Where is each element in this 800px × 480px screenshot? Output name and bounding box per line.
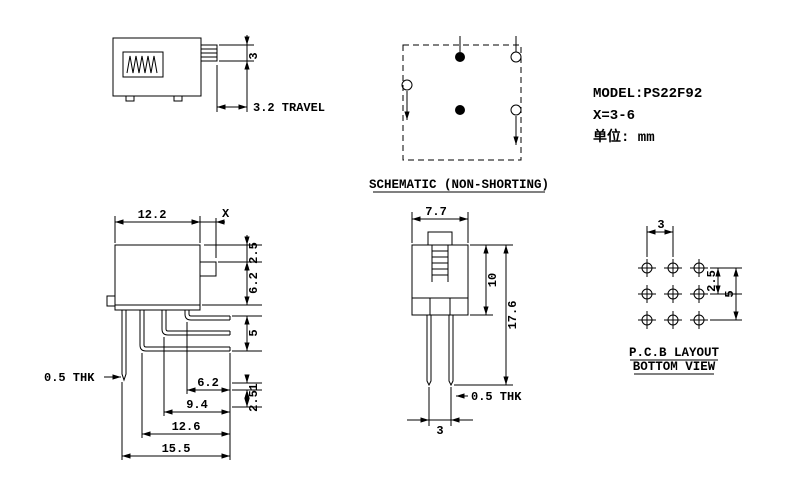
thickness-label: 0.5 THK <box>44 371 95 385</box>
front-view: 7.7 10 17.6 3 0.5 THK <box>407 205 522 438</box>
dim-overall-label: 15.5 <box>162 442 191 456</box>
contact-dot <box>455 105 465 115</box>
dim-offset-mid-label: 2.5 <box>247 390 261 412</box>
unit-note: 单位: mm <box>593 128 655 146</box>
dim-shaft-height-label: 3 <box>247 52 261 59</box>
contact-circle <box>510 104 522 116</box>
dim-pin-pitch-label: 3 <box>436 424 443 438</box>
bracket-leg <box>121 310 127 382</box>
contact-dot <box>455 52 465 62</box>
pcb-captions: P.C.B LAYOUT BOTTOM VIEW <box>629 346 720 375</box>
dim-col-pitch-label: 3 <box>657 218 664 232</box>
contact-circle <box>510 51 522 63</box>
pcb-holes <box>637 258 709 330</box>
side-view-dimensions: 12.2 X 2.5 6.2 5 1 <box>44 207 262 460</box>
dim-row-pitch-label: 2.5 <box>705 270 719 292</box>
dim-pin-mid-label: 9.4 <box>186 398 208 412</box>
schematic-view: SCHEMATIC (NON-SHORTING) <box>369 36 549 193</box>
travel-view: 3 3.2 TRAVEL <box>112 35 325 115</box>
pin-top <box>184 310 230 321</box>
side-view-body <box>106 244 231 382</box>
dim-pin-span-label: 5 <box>247 329 261 336</box>
side-view: 12.2 X 2.5 6.2 5 1 <box>44 207 262 460</box>
dim-top-to-shaft-label: 2.5 <box>247 242 261 264</box>
title-block: MODEL:PS22F92 X=3-6 单位: mm <box>593 86 702 146</box>
pcb-caption-line2: BOTTOM VIEW <box>633 360 716 374</box>
pin-left <box>426 315 432 387</box>
spring-icon <box>126 55 158 74</box>
model-number: MODEL:PS22F92 <box>593 86 702 102</box>
dim-body-height-label: 10 <box>486 273 500 287</box>
dim-pin-long-label: 12.6 <box>172 420 201 434</box>
dim-shaft-length-label: X <box>222 207 230 221</box>
pcb-dimensions: 3 2.5 5 <box>646 218 742 321</box>
dim-body-width-label: 12.2 <box>138 208 167 222</box>
dim-pin-short-label: 6.2 <box>197 376 219 390</box>
x-spec: X=3-6 <box>593 108 635 124</box>
schematic-caption: SCHEMATIC (NON-SHORTING) <box>369 178 549 192</box>
front-view-body <box>411 231 469 387</box>
pin-bottom <box>139 310 230 352</box>
dim-offset-small-label: 1 <box>247 383 261 390</box>
travel-view-dimensions: 3 3.2 TRAVEL <box>216 35 325 115</box>
dim-overall-height-label: 17.6 <box>506 301 520 330</box>
front-view-dimensions: 7.7 10 17.6 3 0.5 THK <box>407 205 522 438</box>
dim-row-span-label: 5 <box>723 290 737 297</box>
travel-view-body <box>112 37 218 102</box>
pcb-layout: 3 2.5 5 P.C.B LAYOUT BOTTOM VIEW <box>629 218 742 375</box>
dim-travel-label: 3.2 TRAVEL <box>253 101 325 115</box>
dim-shaft-to-base-label: 6.2 <box>247 272 261 294</box>
thickness-label: 0.5 THK <box>471 390 522 404</box>
pin-middle <box>161 310 230 336</box>
dim-front-width-label: 7.7 <box>425 205 447 219</box>
pin-right <box>448 315 454 387</box>
schematic-boundary <box>402 44 522 161</box>
common-circle <box>401 79 413 91</box>
pcb-caption-line1: P.C.B LAYOUT <box>629 346 720 360</box>
